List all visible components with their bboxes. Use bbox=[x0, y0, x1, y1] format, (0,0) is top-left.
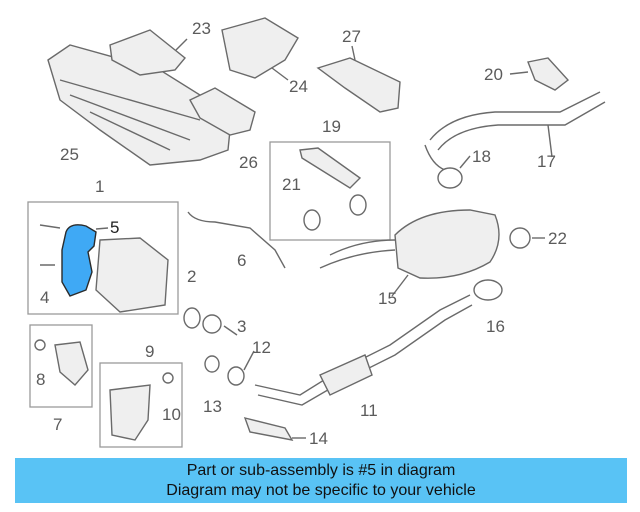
banner-line-1: Part or sub-assembly is #5 in diagram bbox=[186, 462, 456, 479]
callout-17: 17 bbox=[537, 152, 556, 171]
gasket-13[interactable] bbox=[204, 355, 220, 373]
callout-15: 15 bbox=[378, 289, 397, 308]
gasket-12[interactable] bbox=[227, 366, 245, 386]
callout-19: 19 bbox=[322, 117, 341, 136]
callout-13: 13 bbox=[203, 397, 222, 416]
callout-24: 24 bbox=[289, 77, 308, 96]
callout-23: 23 bbox=[192, 19, 211, 38]
heat-shield-26[interactable] bbox=[189, 87, 256, 136]
banner-line-2: Diagram may not be specific to your vehi… bbox=[166, 482, 476, 499]
callout-12: 12 bbox=[252, 338, 271, 357]
group-box-9 bbox=[99, 362, 183, 448]
gasket-2[interactable] bbox=[183, 307, 201, 329]
bracket-19[interactable] bbox=[299, 147, 367, 231]
callout-7: 7 bbox=[53, 415, 62, 434]
gasket-3[interactable] bbox=[202, 314, 222, 334]
heat-shield-24[interactable] bbox=[221, 17, 299, 79]
callout-2: 2 bbox=[187, 267, 196, 286]
callout-21: 21 bbox=[282, 175, 301, 194]
info-banner: Part or sub-assembly is #5 in diagram Di… bbox=[15, 458, 627, 503]
group-box-7 bbox=[29, 324, 93, 408]
callout-8: 8 bbox=[36, 370, 45, 389]
callout-4: 4 bbox=[40, 288, 49, 307]
callout-labels: 1 2 3 4 5 6 7 8 9 10 11 12 13 14 15 16 1… bbox=[36, 19, 567, 448]
bracket-23[interactable] bbox=[109, 29, 186, 76]
heat-shield-5[interactable] bbox=[61, 224, 97, 297]
heat-shield-27[interactable] bbox=[316, 57, 401, 113]
callout-26: 26 bbox=[239, 153, 258, 172]
pipe-6[interactable] bbox=[187, 211, 286, 269]
callout-14: 14 bbox=[309, 429, 328, 448]
manifold-1[interactable] bbox=[39, 224, 169, 313]
callout-18: 18 bbox=[472, 147, 491, 166]
bracket-9[interactable] bbox=[109, 372, 174, 441]
bracket-14[interactable] bbox=[243, 417, 294, 441]
callout-11: 11 bbox=[360, 401, 378, 420]
clamp-16[interactable] bbox=[473, 279, 503, 301]
bracket-7[interactable] bbox=[34, 339, 89, 386]
tailpipe-17[interactable] bbox=[424, 91, 606, 171]
callout-1: 1 bbox=[95, 177, 104, 196]
leader-lines bbox=[95, 38, 553, 439]
callout-10: 10 bbox=[162, 405, 181, 424]
muffler-15[interactable] bbox=[319, 209, 500, 279]
callout-27: 27 bbox=[342, 27, 361, 46]
callout-9: 9 bbox=[145, 342, 154, 361]
front-pipe-11[interactable] bbox=[254, 294, 473, 406]
callout-22: 22 bbox=[548, 229, 567, 248]
callout-16: 16 bbox=[486, 317, 505, 336]
hanger-22[interactable] bbox=[509, 227, 531, 249]
callout-25: 25 bbox=[60, 145, 79, 164]
callout-3: 3 bbox=[237, 317, 246, 336]
callout-5: 5 bbox=[110, 218, 119, 237]
bracket-20[interactable] bbox=[527, 57, 570, 91]
group-box-19 bbox=[269, 141, 391, 241]
callout-6: 6 bbox=[237, 251, 246, 270]
callout-20: 20 bbox=[484, 65, 503, 84]
group-box-1 bbox=[27, 201, 179, 315]
clamp-18[interactable] bbox=[437, 167, 463, 189]
